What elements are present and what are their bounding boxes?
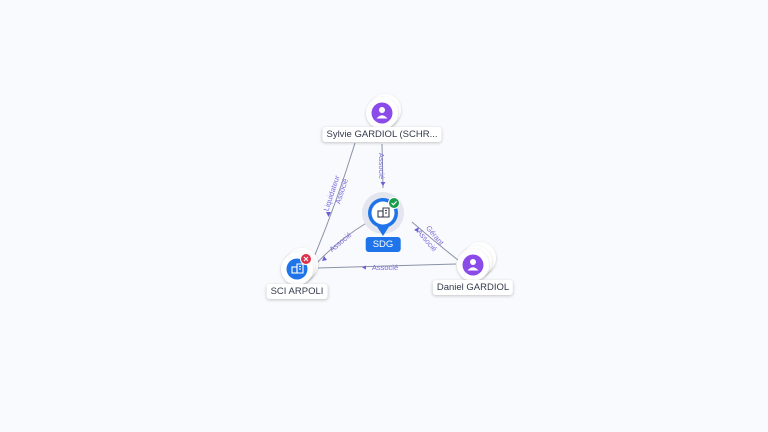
edge-arrow [362, 265, 366, 270]
edge-arrow [326, 212, 331, 217]
edge-center-sci [315, 221, 369, 265]
person-icon [376, 107, 388, 119]
edge-arrow [414, 227, 419, 232]
edge-label: Associé [372, 263, 398, 272]
edge-sylvie-sci [311, 142, 356, 263]
edge-sylvie-center [381, 143, 384, 189]
building-icon [377, 207, 390, 218]
person-icon [467, 259, 479, 271]
node-label-sdg[interactable]: SDG [365, 237, 401, 252]
node-sci-arpoli[interactable] [281, 248, 318, 285]
edge-arrow [380, 182, 386, 186]
edge-arrow [322, 256, 327, 261]
node-daniel[interactable] [457, 242, 496, 281]
node-sylvie[interactable] [366, 94, 401, 129]
node-label-sci-arpoli[interactable]: SCI ARPOLI [266, 284, 328, 299]
node-sdg[interactable] [362, 192, 404, 236]
edge-label: Associé [327, 230, 353, 254]
building-icon [291, 263, 304, 274]
edge-label: Associé [377, 153, 386, 179]
node-label-sylvie[interactable]: Sylvie GARDIOL (SCHR... [322, 127, 442, 142]
edge-daniel-center [411, 221, 459, 261]
node-label-daniel[interactable]: Daniel GARDIOL [432, 280, 514, 295]
check-icon [388, 197, 400, 209]
close-icon [300, 253, 312, 265]
edge-daniel-sci [317, 263, 457, 269]
